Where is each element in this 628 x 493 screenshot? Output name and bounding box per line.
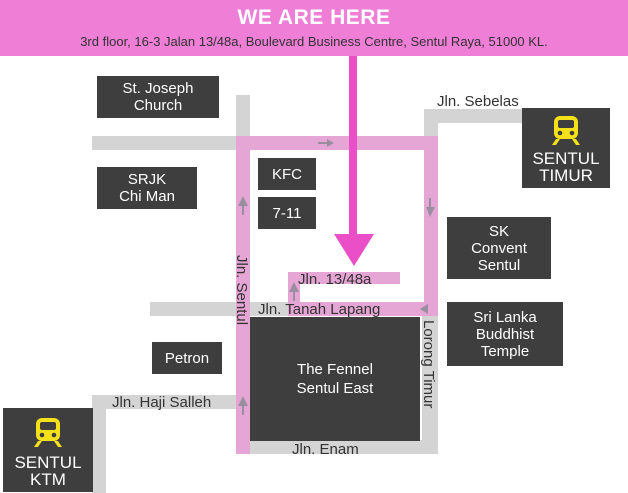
landmark-label: KFC [272,165,302,183]
arrow-up-icon [238,196,248,206]
landmark-label: 7-11 [272,204,302,222]
arrow-up-icon [289,282,299,292]
arrow-down-shaft [429,198,431,208]
street-jln-sentul: Jln. Sentul [233,255,250,326]
route [236,136,438,454]
arrow-up-icon [238,396,248,406]
landmark-label: Chi Man [119,188,175,205]
banner-title: WE ARE HERE [237,6,391,29]
arrow-up-shaft [242,205,244,215]
landmark-label: Convent [471,239,527,257]
arrow-left-icon [420,304,428,314]
landmark-label: SRJK [127,171,167,188]
location-arrow-icon [334,52,374,266]
arrow-up-shaft [293,291,295,301]
landmark-label: Church [133,97,183,114]
street-jln-13-48a: Jln. 13/48a [298,271,372,288]
arrow-up-shaft [242,405,244,415]
route-right [424,136,438,316]
road-enam [236,440,438,454]
landmark-label: Petron [164,349,210,367]
landmark-label: The Fennel [297,361,373,378]
station-label: SENTUL [532,149,600,168]
station-label: SENTUL [14,453,82,472]
arrow-down-icon [426,207,435,217]
street-lorong-timur: Lorong Timur [420,320,437,409]
road-haji-salleh [92,395,250,409]
street-jln-tanah-lapang: Jln. Tanah Lapang [258,301,381,318]
landmark-kfc: KFC [258,158,316,190]
landmark-label: Temple [480,342,530,360]
landmark-7-11: 7-11 [258,197,316,229]
landmark-label: Sentul East [296,380,374,397]
road-sebelas [424,109,524,123]
street-jln-sebelas: Jln. Sebelas [437,93,519,110]
landmark-label: SK [488,222,509,240]
route-lapang [288,302,438,316]
direction-arrows [238,139,435,415]
landmark-label: Sri Lanka [473,308,537,326]
landmark-petron: Petron [152,342,222,374]
route-left [236,136,250,454]
station-label: TIMUR [539,166,593,185]
street-jln-haji-salleh: Jln. Haji Salleh [112,394,212,411]
arrow-right-shaft [318,142,328,144]
road-haji-salleh-down [92,395,106,493]
landmark-label: Sentul [477,256,521,274]
landmark-label: Buddhist [475,325,535,343]
arrow-right-icon [327,139,334,147]
banner-address: 3rd floor, 16-3 Jalan 13/48a, Boulevard … [80,34,548,49]
street-jln-enam: Jln. Enam [292,441,359,458]
road-lorong-timur [422,302,438,454]
route-13-48a-h [288,272,400,284]
station-label: KTM [30,470,66,489]
route-top [236,136,438,150]
location-banner: WE ARE HERE 3rd floor, 16-3 Jalan 13/48a… [0,0,628,56]
landmark-label: St. Joseph [122,80,194,97]
